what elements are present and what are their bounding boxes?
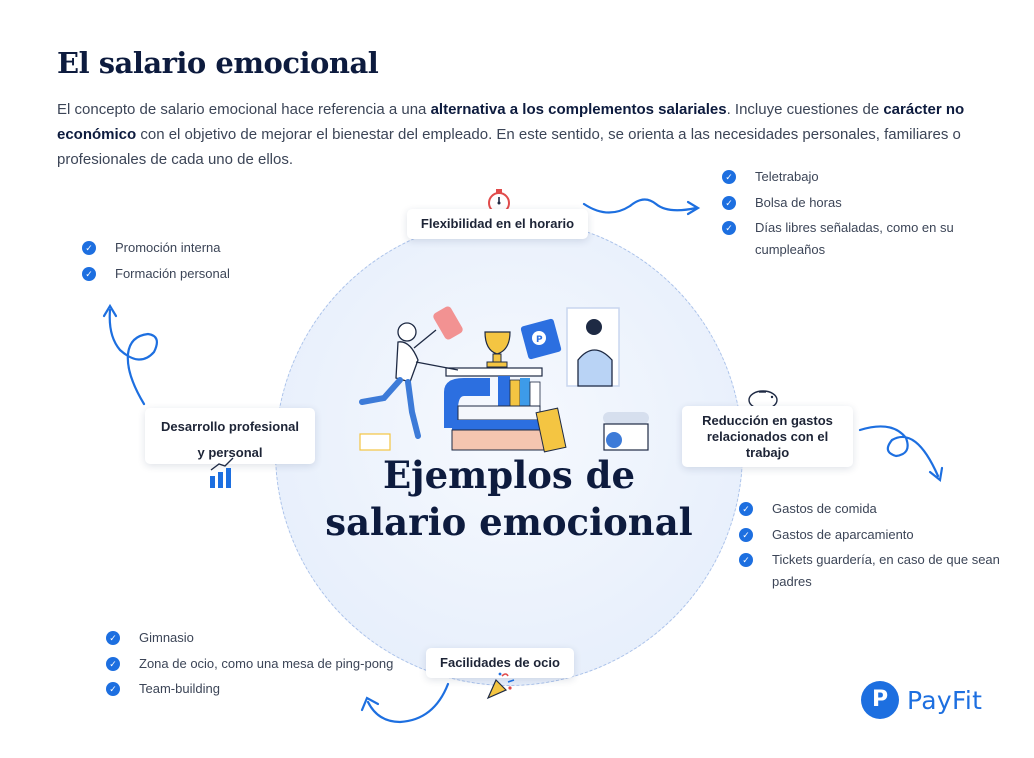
list-item-line-1: Días libres señaladas, como en su [755,220,954,235]
desarrollo-list: Promoción interna Formación personal [82,237,302,288]
arrow-desarrollo [102,303,159,406]
payfit-logo: P PayFit [861,681,982,719]
list-item-line-2: padres [772,574,812,589]
category-desarrollo-label: Desarrollo profesional y personal [145,408,315,464]
reduccion-label-line-3: trabajo [745,445,790,460]
list-item: Zona de ocio, como una mesa de ping-pong [106,653,426,675]
center-title-line-1: Ejemplos de [382,453,635,497]
desarrollo-label-line-2: y personal [197,445,263,460]
category-flexibilidad-label: Flexibilidad en el horario [407,209,588,239]
reduccion-label-line-2: relacionados con el [706,429,829,444]
teamwork-illustration: P [359,306,649,453]
flexibilidad-list: Teletrabajo Bolsa de horas Días libres s… [722,166,1002,261]
reduccion-label-line-1: Reducción en gastos [702,413,833,428]
list-item: Días libres señaladas, como en su cumplea… [722,217,1002,261]
intro-text-2: . Incluye cuestiones de [726,101,884,118]
list-item: Teletrabajo [722,166,1002,188]
flexibilidad-label-text: Flexibilidad en el horario [420,216,575,231]
reduccion-list: Gastos de comida Gastos de aparcamiento … [739,498,1029,593]
list-item-line-1: Tickets guardería, en caso de que sean [772,552,1000,567]
list-item: Bolsa de horas [722,192,1002,214]
ocio-label-text: Facilidades de ocio [440,655,560,670]
list-item-line-2: cumpleaños [755,242,826,257]
party-popper-icon [486,672,515,700]
svg-text:P: P [536,335,543,345]
ocio-list: Gimnasio Zona de ocio, como una mesa de … [106,627,426,704]
arrow-reduccion [858,425,944,483]
payfit-logo-text: PayFit [907,685,983,715]
intro-bold-2: carácter no económico [57,101,965,143]
list-item: Gimnasio [106,627,426,649]
central-circle [275,218,743,686]
center-title-line-2: salario emocional [325,500,693,544]
arrow-flexibilidad [582,198,701,216]
arrow-ocio [360,682,450,724]
list-item: Tickets guardería, en caso de que sean pa… [739,549,1029,593]
page-title: El salario emocional [57,46,379,80]
list-item: Formación personal [82,263,302,285]
list-item: Promoción interna [82,237,302,259]
desarrollo-label-line-1: Desarrollo profesional [161,419,299,434]
intro-text-1: El concepto de salario emocional hace re… [57,101,431,118]
payfit-logo-icon: P [861,681,899,719]
list-item: Gastos de comida [739,498,1029,520]
list-item: Gastos de aparcamiento [739,524,1029,546]
bar-chart-icon [210,457,234,488]
list-item: Team-building [106,678,426,700]
intro-text-3: con el objetivo de mejorar el bienestar … [57,126,961,168]
intro-bold-1: alternativa a los complementos salariale… [430,101,727,118]
intro-paragraph: El concepto de salario emocional hace re… [57,97,997,172]
